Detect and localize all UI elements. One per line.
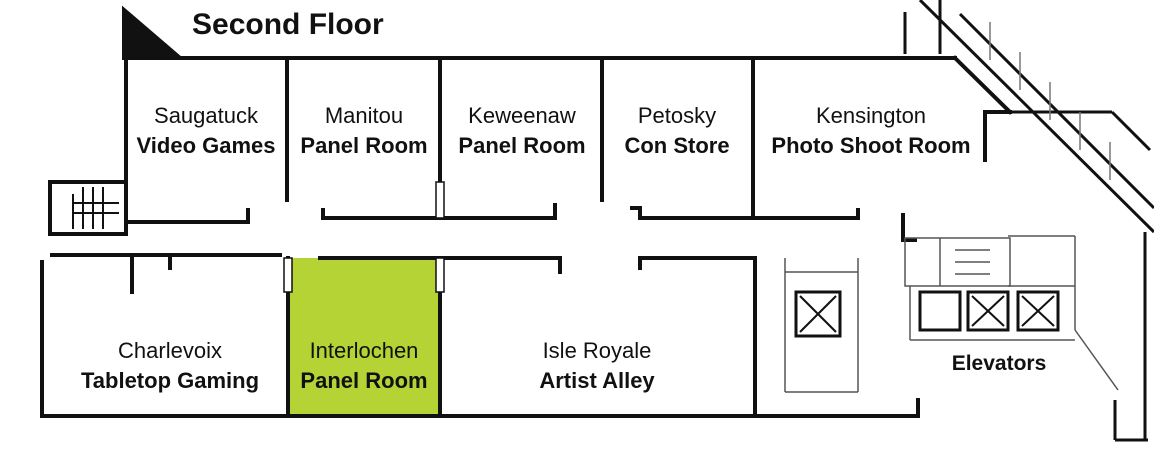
room-name: Keweenaw (468, 103, 576, 128)
room-name: Manitou (324, 103, 404, 128)
elevator-shaft (1016, 290, 1060, 332)
room-name: Saugatuck (154, 103, 258, 128)
corner-wedge (122, 5, 186, 60)
room-label-saugatuck: Saugatuck Video Games (137, 101, 276, 161)
elevator-shaft (794, 290, 842, 338)
door (435, 257, 445, 293)
room-function: Artist Alley (539, 368, 655, 393)
room-function: Panel Room (300, 133, 428, 158)
stairs-left (48, 180, 128, 236)
room-label-keweenaw: Keweenaw Panel Room (458, 101, 585, 161)
elevators-label: Elevators (951, 352, 1047, 375)
room-function: Con Store (624, 133, 730, 158)
room-function: Panel Room (300, 368, 428, 393)
room-function: Panel Room (458, 133, 586, 158)
room-label-charlevoix: Charlevoix Tabletop Gaming (81, 336, 259, 396)
elevator-shaft (966, 290, 1010, 332)
room-name: Kensington (815, 103, 927, 128)
room-name: Charlevoix (118, 338, 222, 363)
wall-kensington-east (952, 55, 1013, 115)
floor-title: Second Floor (192, 8, 384, 41)
room-name: Interlochen (309, 338, 419, 363)
room-label-interlochen: Interlochen Panel Room (300, 336, 427, 396)
door (283, 257, 293, 293)
room-function: Tabletop Gaming (80, 368, 260, 393)
interlochen-highlight (290, 258, 440, 416)
room-function: Video Games (136, 133, 276, 158)
room-label-isle-royale: Isle Royale Artist Alley (539, 336, 654, 396)
room-function: Photo Shoot Room (771, 133, 971, 158)
room-label-kensington: Kensington Photo Shoot Room (771, 101, 970, 161)
door (435, 181, 445, 219)
room-label-petosky: Petosky Con Store (624, 101, 729, 161)
room-label-manitou: Manitou Panel Room (300, 101, 427, 161)
room-name: Isle Royale (542, 338, 652, 363)
elevator-shaft (918, 290, 962, 332)
room-name: Petosky (637, 103, 717, 128)
